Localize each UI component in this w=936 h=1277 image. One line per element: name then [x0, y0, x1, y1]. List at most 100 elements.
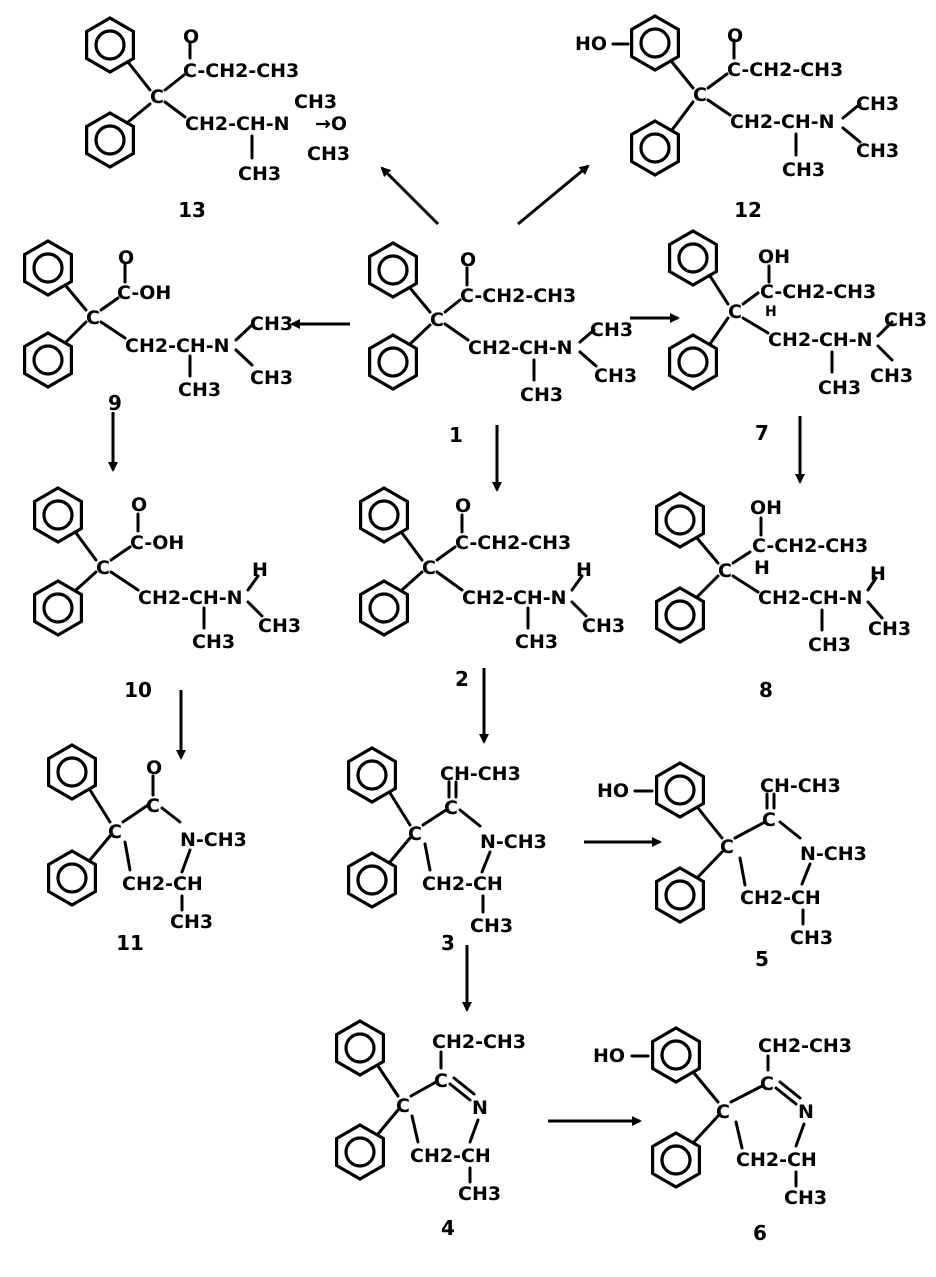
compound-13: C C-CH2-CH3 O CH2-CH-N CH3 →O CH3 CH3 13 — [84, 16, 350, 222]
group-ch2-ch-n: CH2-CH-N — [462, 587, 567, 609]
atom-n: N — [798, 1101, 814, 1123]
group-c-oh: C-OH — [130, 532, 184, 554]
compound-9: C C-OH O CH2-CH-N CH3 CH3 CH3 9 — [23, 239, 293, 415]
atom-c: C — [108, 821, 122, 843]
group-ch3: CH3 — [458, 1183, 501, 1205]
compound-label: 4 — [441, 1216, 455, 1240]
atom-o: O — [183, 26, 199, 48]
compound-label: 2 — [455, 667, 469, 691]
group-oh: OH — [758, 246, 790, 268]
group-ch2-ch-n: CH2-CH-N — [768, 329, 873, 351]
group-c-ch2-ch3: C-CH2-CH3 — [460, 285, 576, 307]
atom-o: O — [118, 247, 134, 269]
group-ho: HO — [575, 33, 607, 55]
arrow-1-to-13 — [380, 166, 440, 226]
atom-c: C — [760, 1073, 774, 1095]
atom-c: C — [422, 557, 436, 579]
group-ch3: CH3 — [856, 140, 899, 162]
group-ch3: CH3 — [178, 379, 221, 401]
group-c-ch2-ch3: C-CH2-CH3 — [183, 60, 299, 82]
group-ch2-ch-n: CH2-CH-N — [125, 335, 230, 357]
compound-label: 3 — [441, 931, 455, 955]
group-ch2-ch-n: CH2-CH-N — [138, 587, 243, 609]
atom-c: C — [762, 809, 776, 831]
group-ch3: CH3 — [818, 377, 861, 399]
group-c-ch2-ch3: C-CH2-CH3 — [752, 535, 868, 557]
phenyl-ring-icon — [654, 866, 706, 924]
group-ch2-ch-n: CH2-CH-N — [730, 111, 835, 133]
atom-c: C — [728, 301, 742, 323]
compound-1: C C-CH2-CH3 O CH2-CH-N CH3 CH3 CH3 1 — [368, 241, 637, 447]
reaction-arrows — [108, 164, 805, 1126]
atom-h: H — [754, 557, 770, 579]
group-ch-ch3: CH-CH3 — [760, 775, 841, 797]
compound-11: C C O N-CH3 CH2-CH CH3 11 — [46, 743, 247, 955]
group-ch3: CH3 — [250, 313, 293, 335]
compound-label: 12 — [734, 198, 762, 222]
group-ch2-ch3: CH2-CH3 — [432, 1031, 526, 1053]
group-ch3: CH3 — [782, 159, 825, 181]
phenyl-ring-icon — [359, 486, 409, 544]
compound-7: C C-CH2-CH3 OH H CH2-CH-N CH3 CH3 CH3 7 — [667, 229, 927, 445]
phenyl-ring-icon — [32, 579, 84, 637]
group-ch3: CH3 — [856, 93, 899, 115]
group-ho: HO — [597, 780, 629, 802]
group-ch3: CH3 — [808, 634, 851, 656]
compound-10: C C-OH O CH2-CH-N H CH3 CH3 10 — [32, 486, 301, 702]
phenyl-ring-icon — [654, 761, 706, 819]
compound-6: HO C C CH2-CH3 N CH2-CH CH3 6 — [593, 1026, 852, 1245]
phenyl-ring-icon — [650, 1131, 702, 1189]
atom-h: H — [252, 559, 268, 581]
group-ch2-ch-n: CH2-CH-N — [758, 587, 863, 609]
atom-c: C — [96, 557, 110, 579]
group-ch3: CH3 — [868, 618, 911, 640]
compound-label: 8 — [759, 678, 773, 702]
group-ch3: CH3 — [784, 1187, 827, 1209]
atom-h: H — [765, 304, 777, 320]
atom-c: C — [718, 560, 732, 582]
group-ch3: CH3 — [594, 365, 637, 387]
group-ch3: CH3 — [470, 915, 513, 937]
group-ch3: CH3 — [170, 911, 213, 933]
atom-c: C — [444, 797, 458, 819]
group-ch3: CH3 — [294, 91, 337, 113]
arrow-1-to-12 — [517, 164, 590, 226]
phenyl-ring-icon — [46, 849, 98, 907]
phenyl-ring-icon — [650, 1026, 702, 1084]
phenyl-ring-icon — [335, 1019, 385, 1077]
phenyl-ring-icon — [23, 331, 74, 389]
compound-label: 10 — [124, 678, 152, 702]
atom-o: O — [460, 249, 476, 271]
group-c-oh: C-OH — [117, 282, 171, 304]
group-ch-ch3: CH-CH3 — [440, 763, 521, 785]
compound-label: 7 — [755, 421, 769, 445]
atom-o: O — [727, 25, 743, 47]
atom-c: C — [434, 1070, 448, 1092]
group-ch3: CH3 — [250, 367, 293, 389]
group-ch2-ch: CH2-CH — [410, 1145, 491, 1167]
compound-4: C C CH2-CH3 N CH2-CH CH3 4 — [335, 1019, 526, 1240]
atom-c: C — [720, 836, 734, 858]
group-c-ch2-ch3: C-CH2-CH3 — [455, 532, 571, 554]
atom-n: N — [472, 1097, 488, 1119]
atom-c: C — [396, 1095, 410, 1117]
atom-o: O — [146, 757, 162, 779]
group-ch2-ch: CH2-CH — [122, 873, 203, 895]
compound-8: C C-CH2-CH3 OH H CH2-CH-N H CH3 CH3 8 — [654, 491, 911, 702]
phenyl-ring-icon — [46, 743, 98, 801]
group-c-ch2-ch3: C-CH2-CH3 — [727, 59, 843, 81]
group-ch3: CH3 — [238, 163, 281, 185]
group-ch2-ch: CH2-CH — [736, 1149, 817, 1171]
atom-o: O — [131, 494, 147, 516]
atom-o: O — [455, 495, 471, 517]
phenyl-ring-icon — [347, 746, 397, 804]
atom-c: C — [146, 795, 160, 817]
phenyl-ring-icon — [359, 579, 409, 637]
group-ch3: CH3 — [515, 631, 558, 653]
group-ch2-ch-n: CH2-CH-N — [468, 337, 573, 359]
group-n-ch3: N-CH3 — [800, 843, 867, 865]
phenyl-ring-icon — [84, 111, 135, 169]
compound-label: 5 — [755, 947, 769, 971]
group-ch2-ch: CH2-CH — [422, 873, 503, 895]
